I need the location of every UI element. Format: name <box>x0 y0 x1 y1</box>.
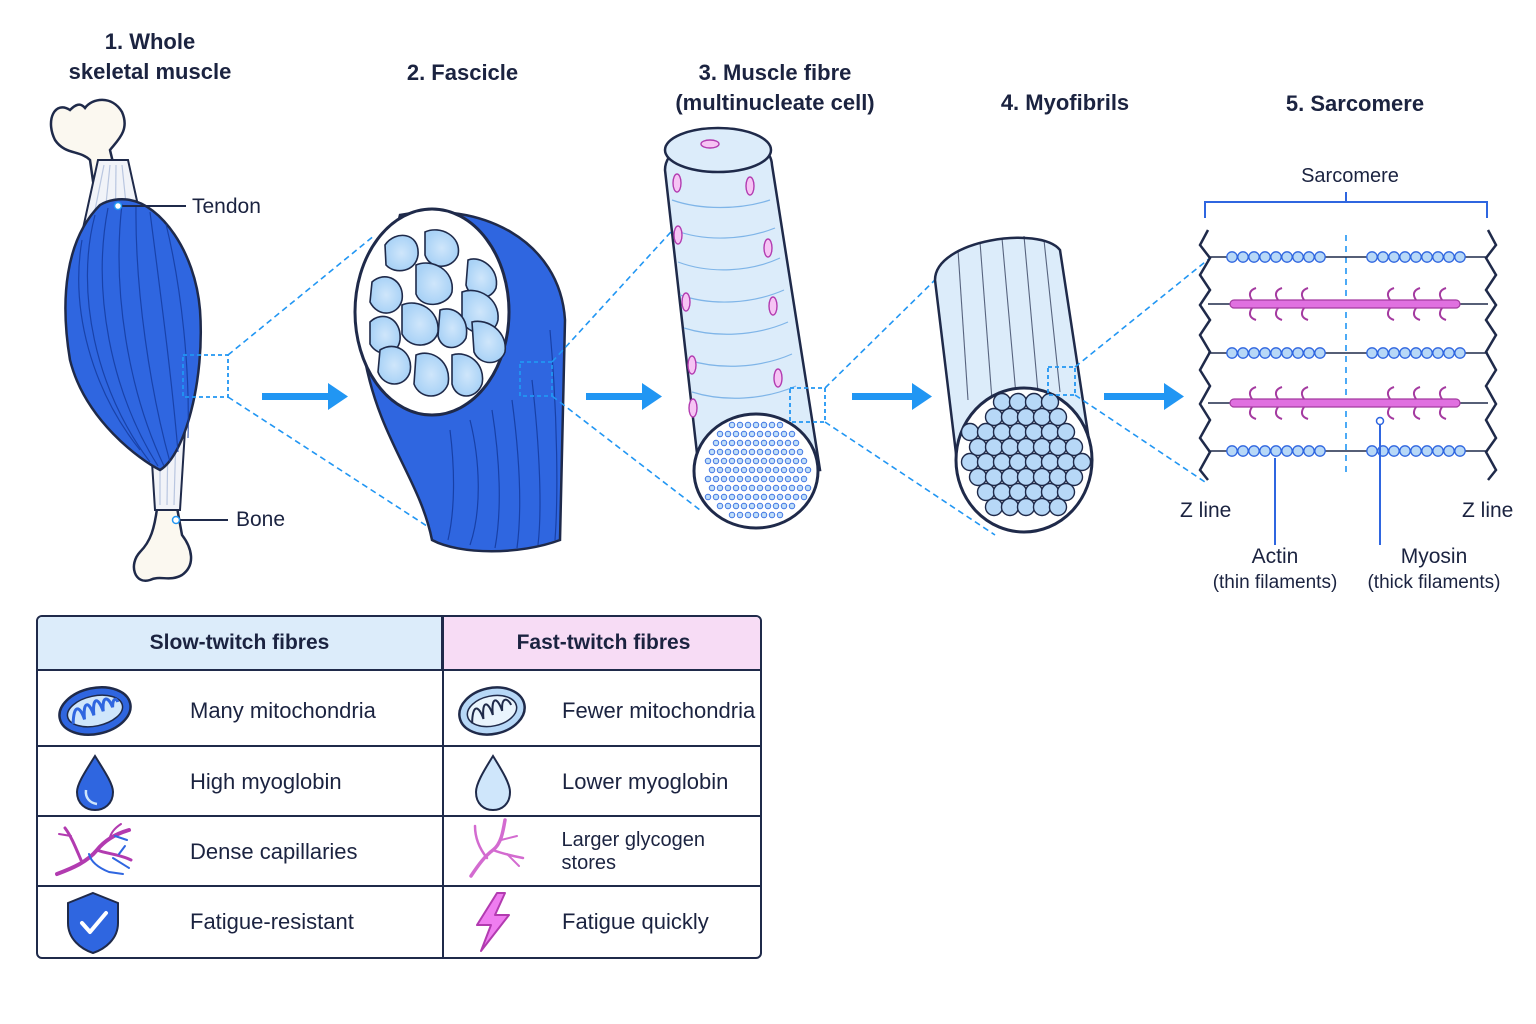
stage-4-title: 4. Myofibrils <box>1000 90 1130 115</box>
z-line-right <box>1484 229 1498 481</box>
sarcomere-illustration <box>1198 192 1498 545</box>
fast-trait: Lower myoglobin <box>562 769 729 794</box>
shield-check-icon <box>67 891 119 955</box>
bone-label: Bone <box>236 508 286 531</box>
arrow-right-icon <box>852 383 932 410</box>
capillaries-icon <box>55 823 133 876</box>
stage-5-title: 5. Sarcomere <box>1285 91 1425 116</box>
table-row-slow: Fatigue-resistant <box>38 887 442 957</box>
table-row-slow: High myoglobin <box>38 747 442 817</box>
slow-trait: Fatigue-resistant <box>190 909 354 934</box>
whole-muscle-illustration <box>49 98 229 583</box>
fast-twitch-header: Fast-twitch fibres <box>443 617 760 671</box>
actin-label: Actin (thin filaments) <box>1212 545 1338 593</box>
table-row-fast: Fewer mitochondria <box>444 676 760 746</box>
mitochondrion-icon <box>58 686 132 736</box>
z-line-left <box>1198 229 1212 481</box>
stage-3-title: 3. Muscle fibre(multinucleate cell) <box>675 60 875 115</box>
capillaries-icon <box>469 818 525 878</box>
table-row-fast: Larger glycogen stores <box>444 817 760 887</box>
progression-arrows <box>262 383 1184 410</box>
tendon-label: Tendon <box>192 195 261 218</box>
myofibrils-illustration <box>933 235 1094 534</box>
droplet-icon <box>75 754 115 812</box>
slow-twitch-header: Slow-twitch fibres <box>38 617 443 671</box>
z-line-left-label: Z line <box>1180 499 1232 522</box>
table-row-slow: Dense capillaries <box>38 817 442 887</box>
arrow-right-icon <box>586 383 662 410</box>
table-row-fast: Lower myoglobin <box>444 747 760 817</box>
arrow-right-icon <box>1104 383 1184 410</box>
fast-trait: Fewer mitochondria <box>562 698 756 723</box>
mitochondrion-icon <box>458 686 526 736</box>
stage-2-title: 2. Fascicle <box>406 60 519 85</box>
sarcomere-bracket-label: Sarcomere <box>1301 165 1399 187</box>
myosin-label: Myosin (thick filaments) <box>1367 545 1501 593</box>
z-line-right-label: Z line <box>1462 499 1514 522</box>
droplet-icon <box>474 754 512 812</box>
table-row-slow: Many mitochondria <box>38 676 442 746</box>
fast-trait: Larger glycogen stores <box>561 829 705 874</box>
fascicle-illustration <box>353 207 567 553</box>
slow-trait: Dense capillaries <box>190 839 358 864</box>
muscle-belly <box>64 197 202 472</box>
lightning-icon <box>476 892 510 952</box>
bone-bottom <box>132 498 193 583</box>
fibre-comparison-table: Slow-twitch fibres Fast-twitch fibres Ma… <box>36 615 762 959</box>
fast-trait: Fatigue quickly <box>562 909 709 934</box>
slow-trait: High myoglobin <box>190 769 342 794</box>
muscle-fibre-illustration <box>663 126 826 530</box>
slow-trait: Many mitochondria <box>190 698 376 723</box>
arrow-right-icon <box>262 383 348 410</box>
table-row-fast: Fatigue quickly <box>444 887 760 957</box>
